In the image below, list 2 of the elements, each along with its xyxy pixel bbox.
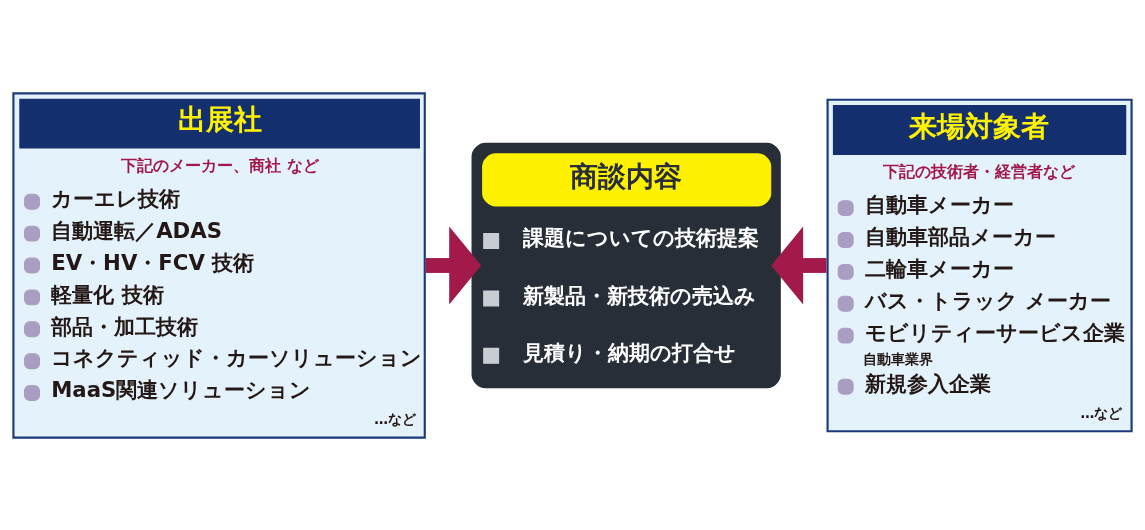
arrow xyxy=(771,225,827,305)
arrow xyxy=(425,225,482,305)
